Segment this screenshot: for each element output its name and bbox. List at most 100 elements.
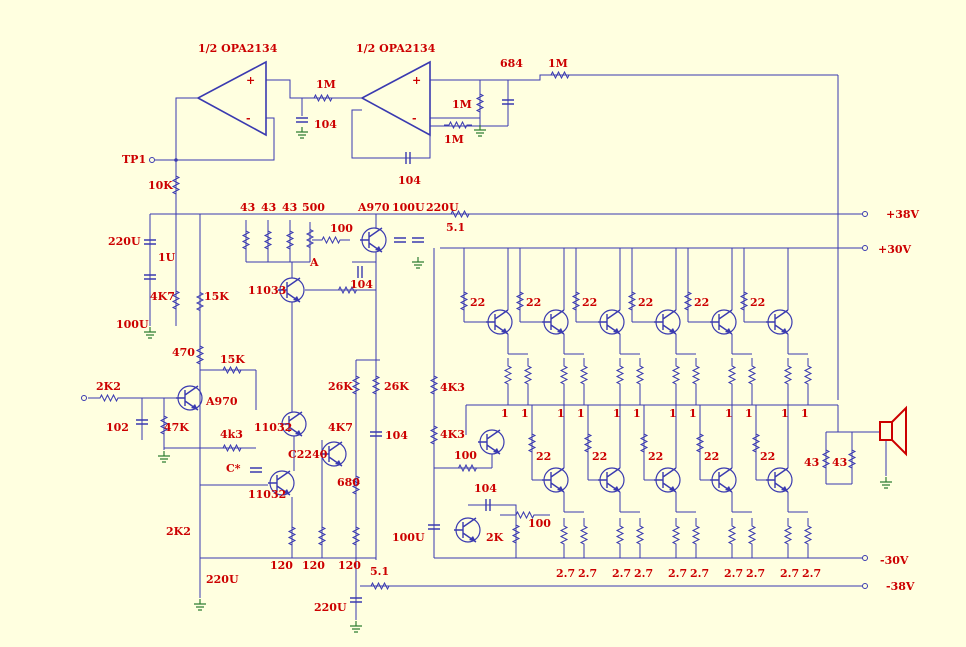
opamp-2-label: 1/2 OPA2134 [356,42,436,55]
transistor-leads [454,517,477,543]
transistor-arrow [283,489,290,495]
label-r-100-b: 100 [454,449,477,462]
wire [351,109,431,159]
resistor [727,518,737,552]
ground-icon [194,599,206,611]
label-r-2-7-left: 2.7 [556,567,575,580]
resistor [821,440,831,478]
resistor [330,285,365,295]
resistor [241,222,251,258]
resistor [783,518,793,552]
label-r-4k3-a: 4k3 [220,428,243,441]
resistor [450,463,485,473]
resistor [583,420,593,466]
transistor-arrow [613,486,620,492]
test-point-label: TP1 [122,153,146,166]
resistor [540,70,580,80]
output-transistor-lower [710,467,737,493]
resistor [691,518,701,552]
terminal [81,395,87,401]
output-transistor-lower [598,467,625,493]
opamp-2: 1/2 OPA2134 + - [356,42,436,137]
resistor [559,358,569,392]
resistor [727,358,737,392]
transistor-arrow [293,296,300,302]
ground-icon [474,125,486,137]
label-pot-500: 500 [302,201,325,214]
capacitor [250,467,262,473]
speaker-icon [879,405,907,457]
resistor [263,222,273,258]
label-r-22-lower: 22 [648,450,663,463]
resistor [159,410,169,440]
label-r-2-7-right: 2.7 [746,567,765,580]
ground-icon [144,327,156,339]
wire [430,74,838,81]
transistor-arrow [493,448,500,454]
wire [175,97,198,160]
transistor-leads [654,467,677,493]
ground-icon [296,127,308,139]
label-c-104-d: 104 [385,429,408,442]
output-transistor-upper [654,309,681,335]
transistor-arrow [557,328,564,334]
label-r-4k3-c: 4K3 [440,428,465,441]
label-c-102: 102 [106,421,129,434]
resistor [683,280,693,322]
transistor-arrow [295,430,302,436]
transistor-arrow [669,328,676,334]
label-r-1-left: 1 [557,407,565,420]
label-q-11032-b: 11032 [248,488,286,501]
resistor [317,520,327,552]
resistor [671,518,681,552]
resistor [171,165,181,205]
label-r-43-c: 43 [282,201,297,214]
resistor [639,420,649,466]
transistor-leads [598,467,621,493]
resistor [627,280,637,322]
resistor [305,222,315,255]
label-r-120-c: 120 [338,559,361,572]
resistor [312,235,350,245]
label-c-220u-b: 220U [108,235,141,248]
opamp-1: 1/2 OPA2134 + - [196,42,278,137]
capacitor [412,237,424,243]
label-c-220u-c: 220U [206,573,239,586]
label-r-120-a: 120 [270,559,293,572]
resistor [691,358,701,392]
label-c-104-a: 104 [314,118,337,131]
ground-icon [350,621,362,633]
label-c-684: 684 [500,57,523,70]
capacitor [370,431,382,437]
label-r-2-7-left: 2.7 [612,567,631,580]
resistor [523,358,533,392]
capacitor [144,274,156,280]
label-r-2-7-left: 2.7 [724,567,743,580]
output-transistor-upper [486,309,513,335]
resistor [459,280,469,322]
resistor [503,358,513,392]
label-r-1m-c: 1M [452,98,472,111]
label-q-a970-a: A970 [357,201,390,214]
resistor [579,518,589,552]
output-transistor-upper [598,309,625,335]
resistor [739,280,749,322]
resistor [615,358,625,392]
transistor-11033 [278,277,305,303]
label-q-11032-a: 11032 [254,421,292,434]
resistor [695,420,705,466]
label-r-43-e: 43 [832,456,847,469]
label-r-22-upper: 22 [750,296,765,309]
resistor [500,510,550,520]
opamp-2-plus: + [412,74,421,87]
label-r-4k7-a: 4K7 [150,290,175,303]
label-r-2k2-b: 2K2 [166,525,191,538]
transistor-arrow [335,460,342,466]
label-c-star: C* [226,462,241,475]
resistor [287,520,297,552]
resistor [615,518,625,552]
label-r-1-left: 1 [725,407,733,420]
